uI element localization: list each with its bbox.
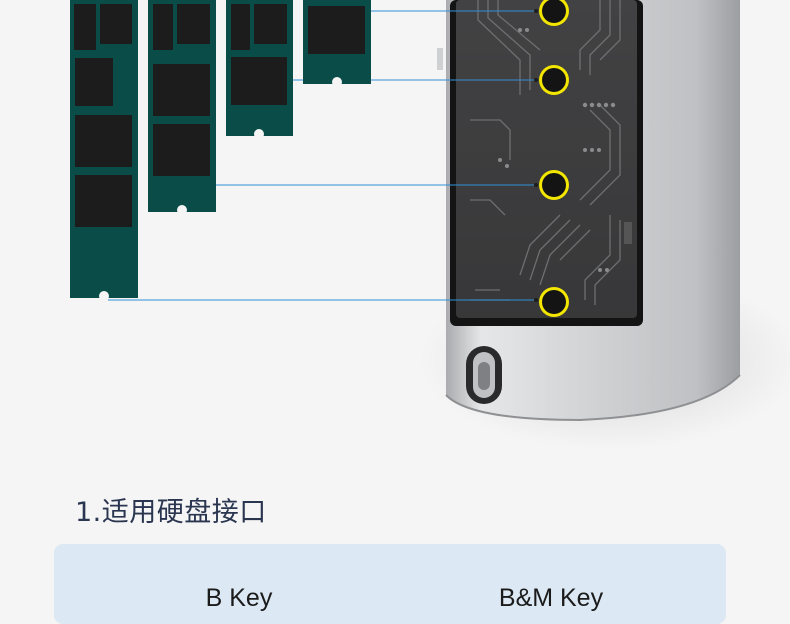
leader-lines xyxy=(108,10,536,301)
mount-slot-2242 xyxy=(539,65,569,95)
mount-slot-2260 xyxy=(539,170,569,200)
leader-dots xyxy=(534,9,538,302)
bay-connector xyxy=(624,222,632,244)
circuit-traces xyxy=(470,0,621,305)
key-header-bm-key: B&M Key xyxy=(498,584,604,612)
bay-label-stub xyxy=(437,48,443,70)
ssd-module-2280 xyxy=(70,0,138,301)
key-type-table: B Key B&M Key xyxy=(54,544,726,624)
section-title: 1.适用硬盘接口 xyxy=(75,497,267,528)
enclosure-diagram xyxy=(70,0,790,450)
mount-slots xyxy=(539,0,569,317)
ssd-module-2230 xyxy=(303,0,371,87)
drive-bay xyxy=(450,0,643,326)
key-header-b-key: B Key xyxy=(205,584,273,612)
mount-slot-2230 xyxy=(539,0,569,26)
release-latch xyxy=(466,346,502,404)
mount-slot-2280 xyxy=(539,287,569,317)
ssd-module-2242 xyxy=(226,0,293,139)
circuit-pads xyxy=(498,28,616,272)
ssd-module-2260 xyxy=(148,0,216,215)
